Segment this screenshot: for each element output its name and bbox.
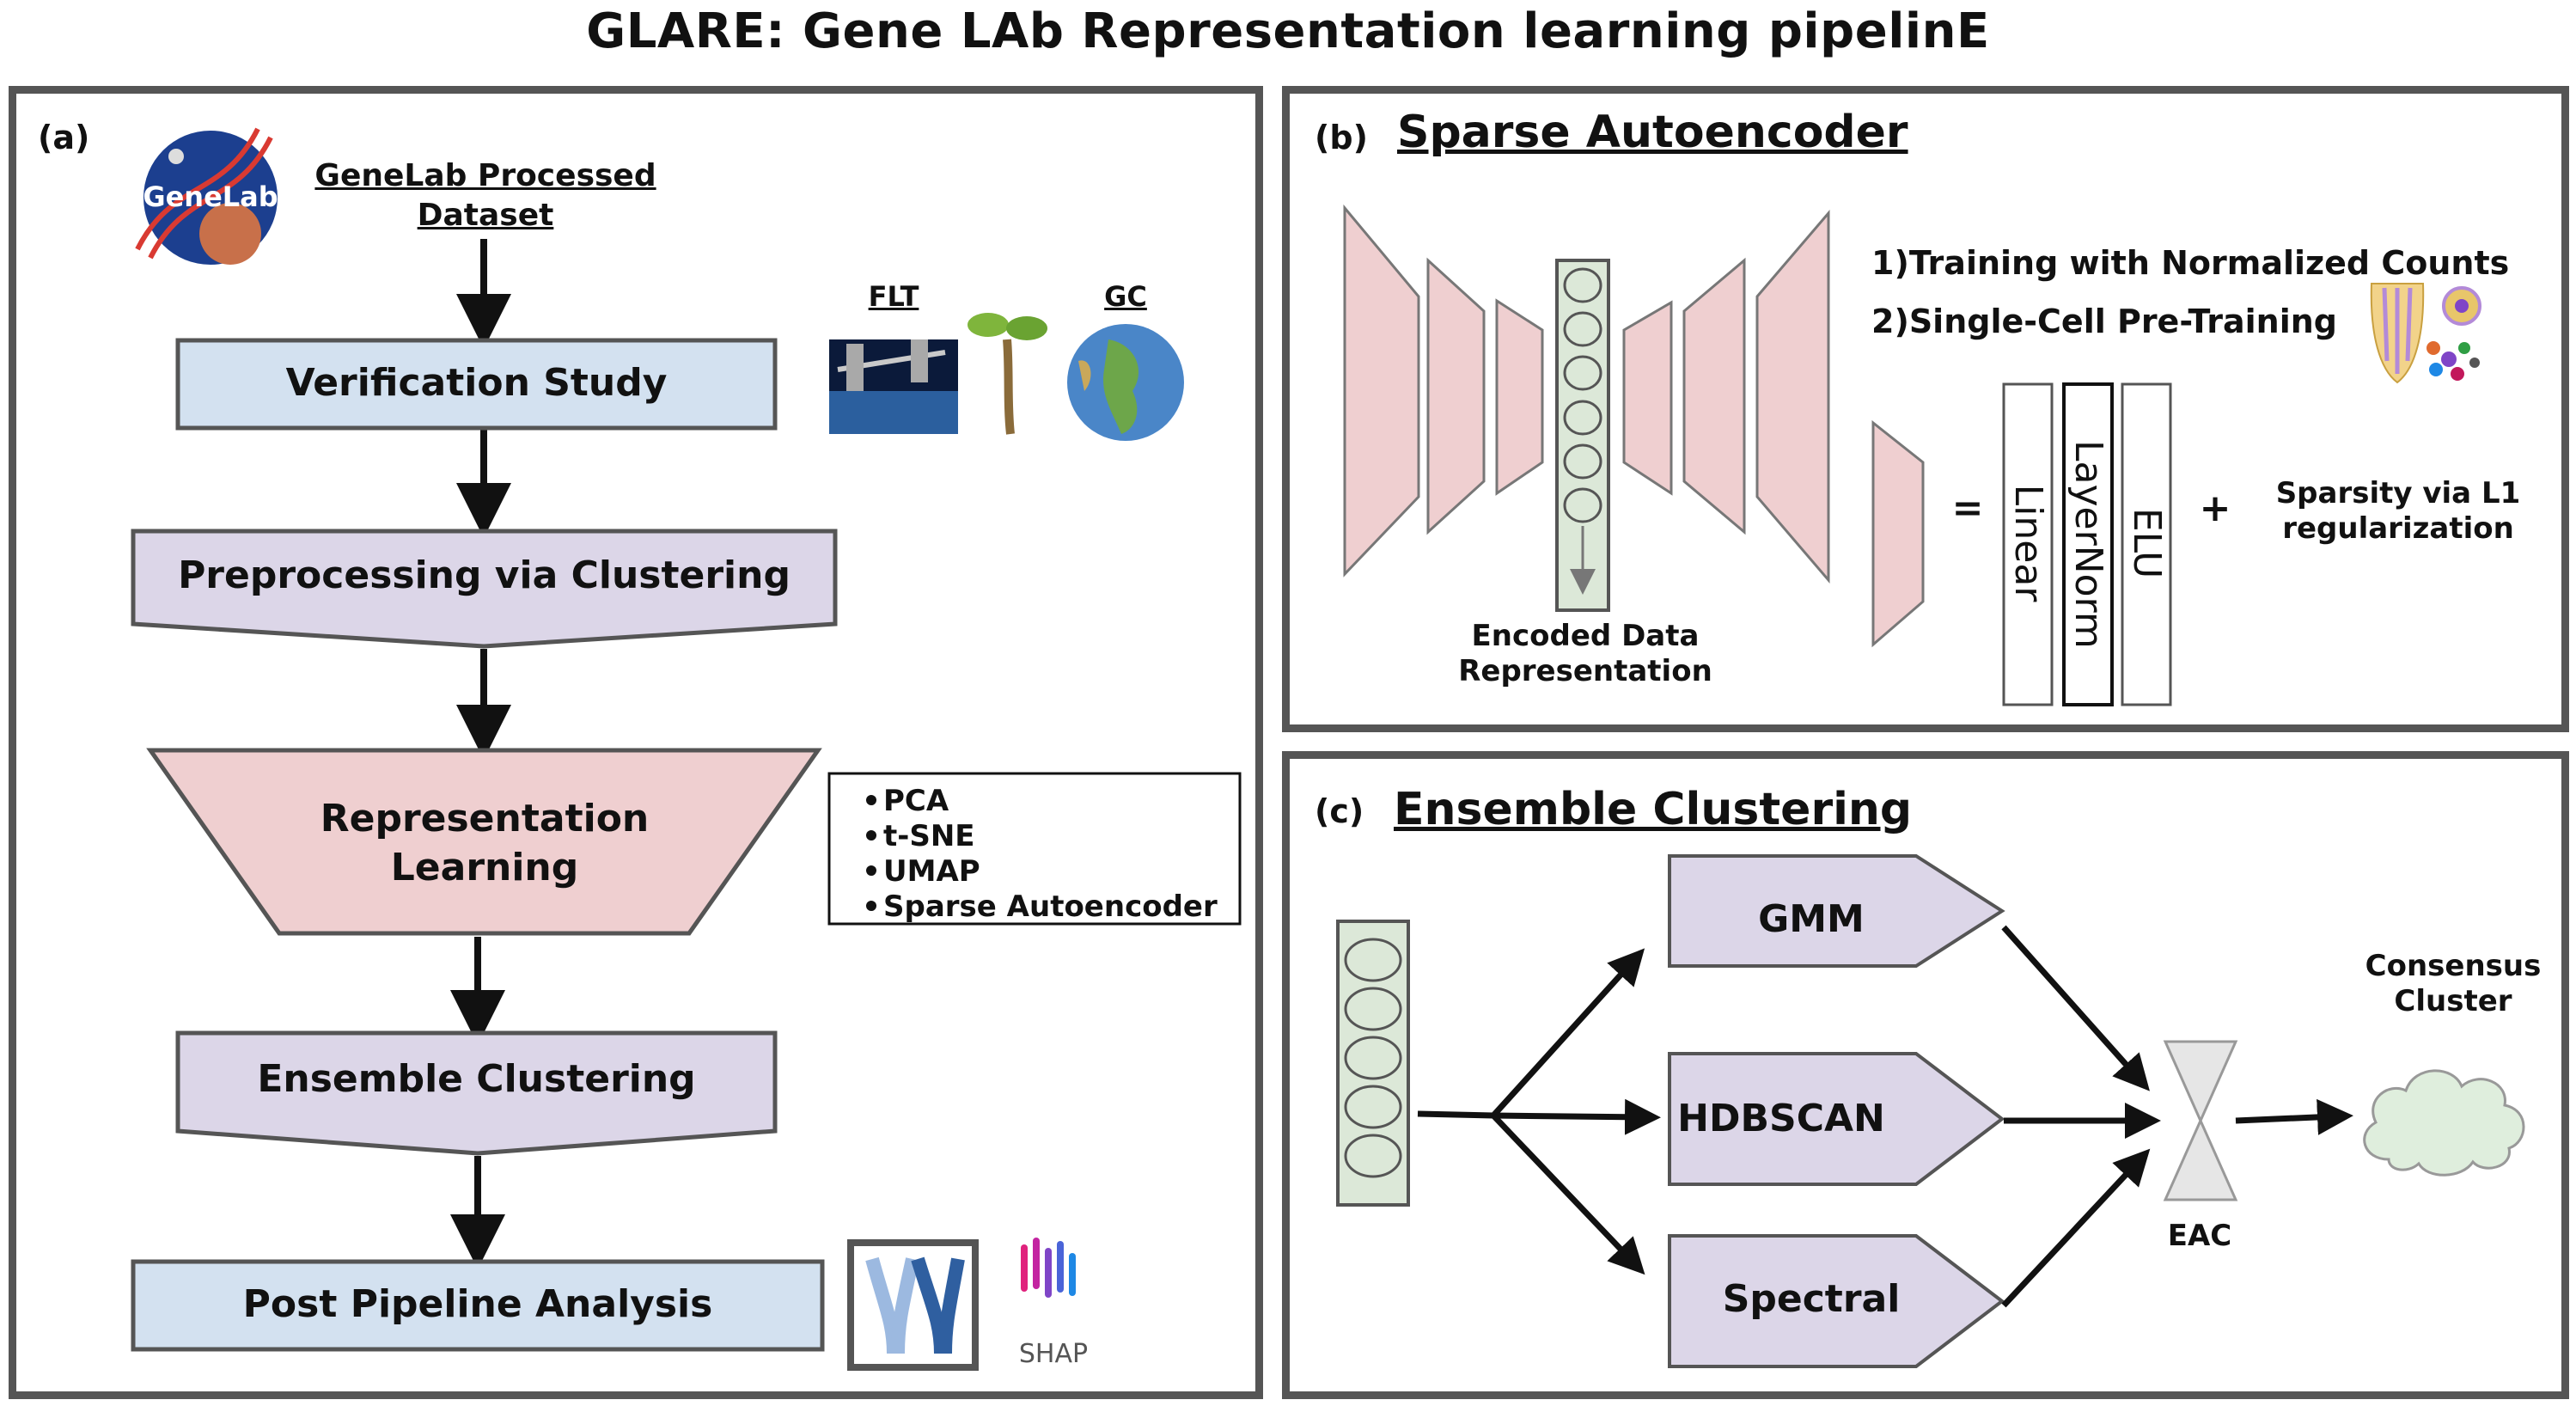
- single-cell-icon: [2370, 283, 2481, 384]
- methods-list: PCA t-SNE UMAP Sparse Autoencoder: [866, 784, 1218, 925]
- ensemble-clustering-label: Ensemble Clustering: [257, 1057, 696, 1101]
- training-list: 1)Training with Normalized Counts 2)Sing…: [1871, 234, 2509, 351]
- training-item-1: 1)Training with Normalized Counts: [1871, 244, 2510, 282]
- spectral-box: [1668, 1234, 2005, 1368]
- genelab-logo-text: GeneLab: [143, 180, 278, 213]
- panel-b-title: Sparse Autoencoder: [1397, 107, 1908, 158]
- encoder-layer-2: [1426, 257, 1486, 535]
- elu-layer-box: [2121, 382, 2172, 706]
- plus-sign: +: [2199, 486, 2231, 530]
- space-station-image: [829, 339, 958, 434]
- post-pipeline-box: [131, 1259, 825, 1352]
- eac-label: EAC: [2167, 1219, 2232, 1253]
- shap-logo: SHAP: [1019, 1238, 1088, 1369]
- elu-label: ELU: [2125, 507, 2169, 579]
- panel-c-title: Ensemble Clustering: [1394, 784, 1913, 835]
- panel-b: [1282, 86, 2569, 732]
- hdbscan-box: [1668, 1052, 2005, 1186]
- method-item-pca: PCA: [866, 784, 1218, 819]
- representation-learning-shape: [146, 748, 822, 936]
- post-pipeline-label: Post Pipeline Analysis: [242, 1282, 713, 1326]
- preprocessing-box: [131, 529, 838, 649]
- method-item-umap: UMAP: [866, 854, 1218, 889]
- source-dataset-label: GeneLab Processed Dataset: [314, 158, 656, 233]
- shap-logo-text: SHAP: [1019, 1339, 1088, 1369]
- gc-label: GC: [1104, 280, 1147, 313]
- consensus-cloud-icon: [2363, 1069, 2525, 1177]
- verification-study-box: [175, 338, 778, 431]
- consensus-cluster-label: Consensus Cluster: [2365, 949, 2542, 1018]
- panel-c-label: (c): [1315, 792, 1364, 830]
- arrow-to-spectral: [1491, 1113, 1645, 1275]
- arrow-to-gmm: [1491, 948, 1645, 1118]
- panel-c: [1282, 751, 2569, 1399]
- seedling-image: [968, 313, 1047, 435]
- embedding-column: [1336, 920, 1410, 1207]
- panel-b-label: (b): [1315, 119, 1368, 156]
- equals-sign: =: [1951, 486, 1984, 530]
- arrow-to-hdbscan: [1492, 1098, 1661, 1135]
- encoder-layer-1: [1343, 204, 1420, 578]
- spectral-label: Spectral: [1722, 1277, 1901, 1321]
- earth-globe-image: [1067, 324, 1184, 441]
- panel-a-label: (a): [38, 119, 90, 156]
- method-item-tsne: t-SNE: [866, 819, 1218, 854]
- decoder-layer-3: [1755, 209, 1830, 584]
- preprocessing-label: Preprocessing via Clustering: [178, 553, 791, 597]
- encoded-representation-label: Encoded Data Representation: [1458, 619, 1712, 688]
- flt-label: FLT: [868, 280, 919, 313]
- embedding-nodes: [1344, 938, 1402, 1178]
- ensemble-clustering-box: [175, 1030, 778, 1156]
- gmm-box: [1668, 854, 2005, 968]
- figure-title: GLARE: Gene LAb Representation learning …: [586, 3, 1990, 59]
- method-item-sparse-autoencoder: Sparse Autoencoder: [866, 889, 1218, 925]
- genelab-logo: GeneLab: [135, 127, 278, 265]
- panel-a: [9, 86, 1263, 1399]
- panel-a-diagram: GeneLab: [131, 127, 1242, 1371]
- layer-block-icon: [1871, 419, 1925, 648]
- representation-learning-label: Representation Learning: [320, 797, 650, 889]
- arrow-eac-to-consensus: [2235, 1098, 2353, 1135]
- methods-list-box: [827, 772, 1242, 926]
- hdbscan-label: HDBSCAN: [1677, 1097, 1885, 1140]
- arrow-spectral-to-eac: [2001, 1148, 2151, 1308]
- eac-hourglass-icon: [2163, 1040, 2238, 1201]
- arrow-gmm-to-eac: [2001, 925, 2150, 1091]
- gmm-label: GMM: [1758, 897, 1865, 941]
- decoder-layer-2: [1682, 257, 1746, 535]
- layernorm-label: LayerNorm: [2066, 440, 2110, 649]
- sparsity-label: Sparsity via L1 regularization: [2275, 476, 2521, 546]
- encoder-layer-3: [1495, 298, 1544, 496]
- ensemble-diagram: [1336, 854, 2525, 1368]
- verification-study-label: Verification Study: [285, 361, 668, 405]
- autoencoder-diagram: [1343, 204, 2481, 706]
- linear-layer-box: [2002, 382, 2054, 706]
- layernorm-layer-box: [2062, 382, 2114, 706]
- linear-label: Linear: [2006, 484, 2050, 602]
- decoder-layer-1: [1622, 300, 1673, 496]
- dendrogram-icon: [847, 1239, 979, 1371]
- training-item-2: 2)Single-Cell Pre-Training: [1871, 303, 2338, 340]
